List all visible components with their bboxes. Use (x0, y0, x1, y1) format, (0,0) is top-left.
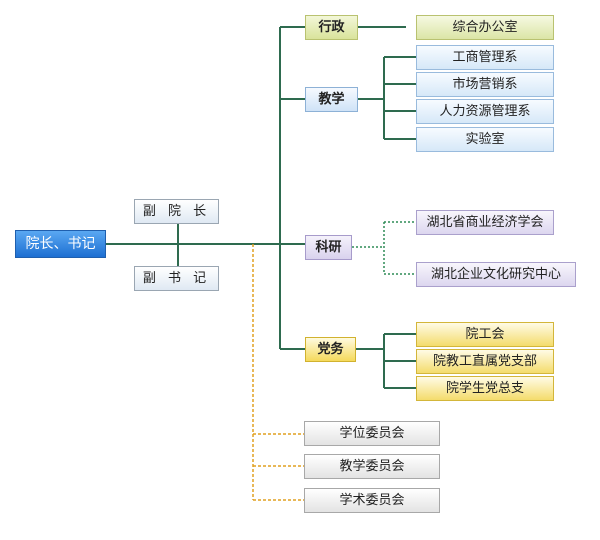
node-root: 院长、书记 (15, 230, 106, 258)
node-laboratory: 实验室 (416, 127, 554, 152)
node-student-party-branch: 院学生党总支 (416, 376, 554, 401)
node-vice-president: 副 院 长 (134, 199, 219, 224)
node-research: 科研 (305, 235, 352, 260)
node-faculty-party-branch: 院教工直属党支部 (416, 349, 554, 374)
node-general-office: 综合办公室 (416, 15, 554, 40)
node-hr-management: 人力资源管理系 (416, 99, 554, 124)
node-party-affairs: 党务 (305, 337, 356, 362)
node-teaching-committee: 教学委员会 (304, 454, 440, 479)
node-hubei-business-society: 湖北省商业经济学会 (416, 210, 554, 235)
node-admin: 行政 (305, 15, 358, 40)
node-academic-committee: 学术委员会 (304, 488, 440, 513)
node-marketing: 市场营销系 (416, 72, 554, 97)
node-business-admin: 工商管理系 (416, 45, 554, 70)
node-deputy-secretary: 副 书 记 (134, 266, 219, 291)
node-trade-union: 院工会 (416, 322, 554, 347)
node-degree-committee: 学位委员会 (304, 421, 440, 446)
node-hubei-culture-center: 湖北企业文化研究中心 (416, 262, 576, 287)
node-teaching: 教学 (305, 87, 358, 112)
